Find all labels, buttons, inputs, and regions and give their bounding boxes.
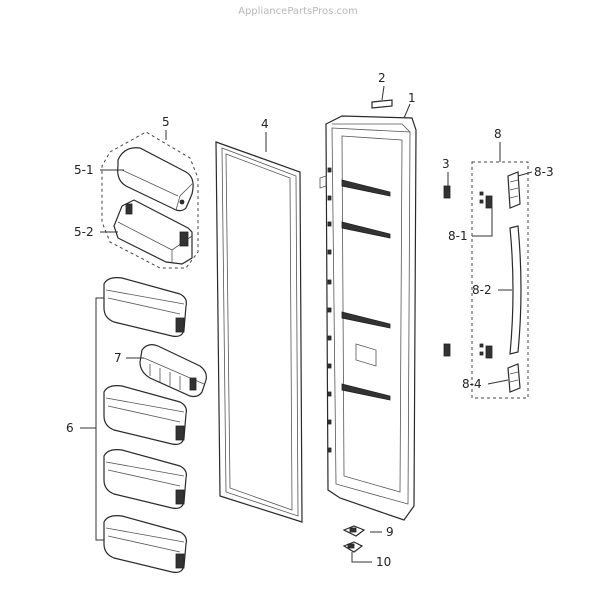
callout-2: 2	[378, 71, 386, 85]
part-6-bin-4	[103, 515, 187, 573]
part-8-2-handle-bar	[509, 225, 522, 355]
leader-lines	[100, 85, 533, 563]
callout-labels: 1 2 3 4 5 5-1 5-2 6 7 8 8-3 8-1 8-2 8-4 …	[66, 71, 554, 569]
callout-3: 3	[442, 157, 450, 171]
callout-5-1: 5-1	[74, 163, 94, 177]
part-8-3-top-cap	[507, 171, 521, 209]
part-8-4-bottom-cap	[507, 363, 521, 393]
part-7-basket	[139, 344, 207, 398]
callout-8-4: 8-4	[462, 377, 482, 391]
callout-6: 6	[66, 421, 74, 435]
part-1-door	[319, 115, 417, 521]
part-3-clips	[443, 185, 451, 357]
callout-4: 4	[261, 117, 269, 131]
part-10-piece	[342, 541, 364, 553]
part-5-1-cover	[117, 147, 194, 212]
part-5-dashed-outline	[101, 131, 199, 269]
part-6-bin-3	[103, 449, 187, 509]
part-1-side-holes	[327, 167, 332, 453]
part-8-1-screws	[479, 191, 493, 209]
callout-5-2: 5-2	[74, 225, 94, 239]
part-6-bracket	[80, 297, 104, 541]
callout-8-1: 8-1	[448, 229, 468, 243]
callout-8: 8	[494, 127, 502, 141]
part-8-dashed-outline	[471, 161, 529, 399]
part-2-cap	[371, 99, 393, 109]
watermark-text: AppliancePartsPros.com	[238, 6, 358, 17]
callout-5: 5	[162, 115, 170, 129]
part-6-bin-2	[103, 385, 187, 445]
part-5-group	[101, 131, 199, 269]
callout-1: 1	[408, 91, 416, 105]
part-6-bin-1	[103, 277, 187, 337]
callout-8-3: 8-3	[534, 165, 554, 179]
callout-9: 9	[386, 525, 394, 539]
part-8-handle-group	[471, 161, 529, 399]
callout-7: 7	[114, 351, 122, 365]
part-8-lower-screws	[479, 343, 493, 359]
part-4-gasket	[215, 141, 303, 523]
part-6-bins	[80, 277, 187, 573]
part-9-piece	[342, 525, 366, 537]
callout-8-2: 8-2	[472, 283, 492, 297]
callout-10: 10	[376, 555, 391, 569]
